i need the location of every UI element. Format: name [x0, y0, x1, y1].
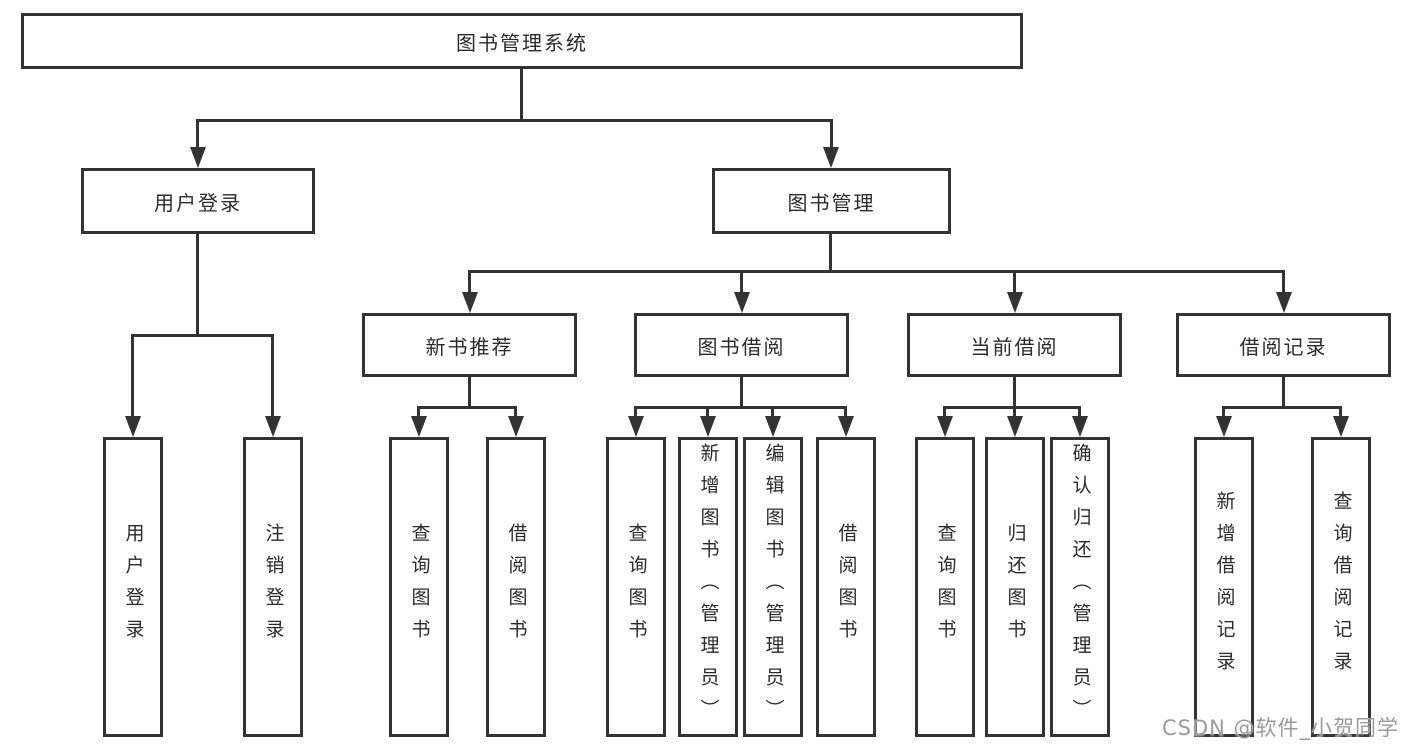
- arrow-down-records-add: [1216, 416, 1232, 437]
- node-new-book-recommend-label: 新书推荐: [425, 334, 514, 359]
- node-book-borrow: 图书借阅: [634, 313, 849, 377]
- edge-current-stub: [1013, 377, 1016, 408]
- edge-records-branch: [1222, 406, 1342, 409]
- edge-user-login-drop-1: [131, 334, 134, 425]
- arrow-down-current-confirm: [1072, 416, 1088, 437]
- edge-book-mgmt-drop-2: [740, 270, 743, 301]
- leaf-borrow-add-book-admin-label: 新增图书（管理员）: [697, 443, 720, 731]
- arrow-down-borrow-query: [628, 416, 644, 437]
- edge-records-stub: [1282, 377, 1285, 408]
- leaf-borrow-borrow-book-label: 借阅图书: [835, 523, 858, 651]
- arrow-down-borrow-edit: [765, 416, 781, 437]
- edge-records-drop-2: [1339, 406, 1342, 425]
- edge-book-mgmt-drop-4: [1282, 270, 1285, 301]
- arrow-down-borrow-records: [1276, 292, 1292, 313]
- leaf-newrec-borrow-book-label: 借阅图书: [505, 523, 528, 651]
- arrow-down-records-query: [1333, 416, 1349, 437]
- edge-book-mgmt-branch: [468, 270, 1285, 273]
- edge-current-branch: [943, 406, 1081, 409]
- leaf-records-add-record: 新增借阅记录: [1194, 437, 1254, 737]
- node-library-system: 图书管理系统: [21, 13, 1023, 69]
- leaf-newrec-query-book: 查询图书: [389, 437, 449, 737]
- edge-newrec-branch: [417, 406, 517, 409]
- edge-borrow-drop-4: [844, 406, 847, 425]
- csdn-watermark: CSDN @软件_小贺同学: [1162, 716, 1400, 740]
- arrow-down-current-query: [937, 416, 953, 437]
- node-user-login: 用户登录: [81, 168, 315, 234]
- arrow-down-newrec-query: [411, 416, 427, 437]
- node-borrow-records: 借阅记录: [1176, 313, 1391, 377]
- leaf-newrec-borrow-book: 借阅图书: [486, 437, 546, 737]
- leaf-current-query-book-label: 查询图书: [934, 523, 957, 651]
- node-book-borrow-label: 图书借阅: [697, 334, 786, 359]
- edge-newrec-drop-2: [514, 406, 517, 425]
- edge-book-mgmt-stub: [829, 233, 832, 273]
- leaf-borrow-query-book: 查询图书: [606, 437, 666, 737]
- arrow-down-leaf-user-login: [125, 416, 141, 437]
- leaf-current-query-book: 查询图书: [915, 437, 975, 737]
- leaf-borrow-borrow-book: 借阅图书: [816, 437, 876, 737]
- node-book-management-label: 图书管理: [787, 190, 876, 215]
- leaf-newrec-query-book-label: 查询图书: [408, 523, 431, 651]
- edge-borrow-branch: [634, 406, 847, 409]
- edge-user-login-stub: [196, 234, 199, 336]
- edge-root-drop-left: [196, 119, 199, 157]
- leaf-borrow-add-book-admin: 新增图书（管理员）: [678, 437, 738, 737]
- leaf-borrow-edit-book-admin-label: 编辑图书（管理员）: [762, 443, 785, 731]
- leaf-borrow-query-book-label: 查询图书: [625, 523, 648, 651]
- leaf-logout-label: 注销登录: [262, 523, 285, 651]
- node-new-book-recommend: 新书推荐: [362, 313, 577, 377]
- edge-borrow-stub: [740, 377, 743, 408]
- edge-borrow-drop-3: [771, 406, 774, 425]
- edge-root-branch: [196, 119, 833, 122]
- arrow-down-borrow-borrow: [838, 416, 854, 437]
- leaf-records-query-record-label: 查询借阅记录: [1330, 491, 1353, 683]
- node-borrow-records-label: 借阅记录: [1239, 334, 1328, 359]
- node-current-borrow: 当前借阅: [907, 313, 1122, 377]
- node-user-login-label: 用户登录: [154, 190, 242, 215]
- edge-records-drop-1: [1222, 406, 1225, 425]
- node-current-borrow-label: 当前借阅: [970, 334, 1059, 359]
- arrow-down-borrow-add: [700, 416, 716, 437]
- leaf-logout: 注销登录: [243, 437, 303, 737]
- node-library-system-label: 图书管理系统: [456, 30, 588, 55]
- arrow-down-user-login: [190, 147, 206, 168]
- leaf-user-login: 用户登录: [103, 437, 163, 737]
- edge-newrec-stub: [468, 377, 471, 408]
- edge-borrow-drop-1: [634, 406, 637, 425]
- edge-current-drop-2: [1013, 406, 1016, 425]
- leaf-current-confirm-return-admin: 确认归还（管理员）: [1050, 437, 1110, 737]
- edge-book-mgmt-drop-3: [1013, 270, 1016, 301]
- arrow-down-book-borrow: [734, 292, 750, 313]
- edge-root-drop-right: [830, 119, 833, 157]
- edge-root-stub: [520, 69, 523, 120]
- edge-current-drop-3: [1078, 406, 1081, 425]
- edge-borrow-drop-2: [706, 406, 709, 425]
- arrow-down-book-management: [823, 147, 839, 168]
- leaf-user-login-label: 用户登录: [122, 523, 145, 651]
- leaf-borrow-edit-book-admin: 编辑图书（管理员）: [743, 437, 803, 737]
- leaf-records-query-record: 查询借阅记录: [1311, 437, 1371, 737]
- edge-user-login-drop-2: [271, 334, 274, 425]
- arrow-down-current-borrow: [1007, 292, 1023, 313]
- edge-newrec-drop-1: [417, 406, 420, 425]
- edge-user-login-branch: [131, 334, 274, 337]
- arrow-down-current-return: [1007, 416, 1023, 437]
- edge-book-mgmt-drop-1: [468, 270, 471, 301]
- leaf-current-confirm-return-admin-label: 确认归还（管理员）: [1069, 443, 1092, 731]
- edge-current-drop-1: [943, 406, 946, 425]
- arrow-down-new-book: [462, 292, 478, 313]
- leaf-current-return-book: 归还图书: [985, 437, 1045, 737]
- arrow-down-newrec-borrow: [508, 416, 524, 437]
- leaf-records-add-record-label: 新增借阅记录: [1213, 491, 1236, 683]
- node-book-management: 图书管理: [712, 168, 951, 234]
- arrow-down-leaf-logout: [265, 416, 281, 437]
- leaf-current-return-book-label: 归还图书: [1004, 523, 1027, 651]
